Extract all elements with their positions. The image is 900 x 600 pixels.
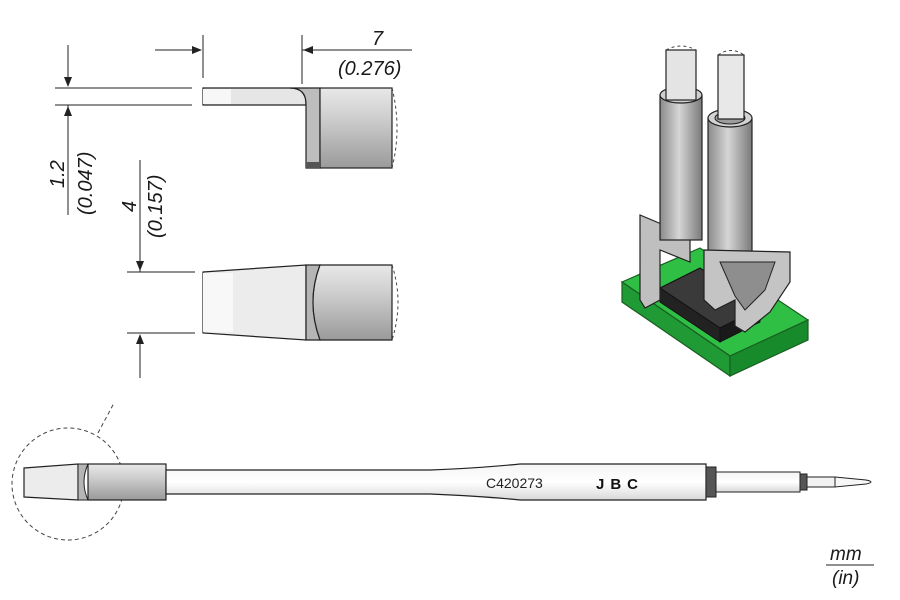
tip-side-view <box>55 87 398 169</box>
brand-logo: JBC <box>596 476 644 493</box>
thickness-in-label: (0.047) <box>75 152 97 215</box>
cartridge-full-view: C420273 JBC <box>11 402 872 541</box>
dimension-length: 7 (0.276) <box>155 28 412 84</box>
dimension-thickness: 1.2 (0.047) <box>47 45 97 215</box>
dimension-width: 4 (0.157) <box>119 160 195 378</box>
tip-3d-illustration <box>620 45 810 378</box>
tip-top-view <box>202 264 399 341</box>
width-mm-label: 4 <box>119 201 141 212</box>
part-number-label: C420273 <box>486 475 543 491</box>
length-mm-label: 7 <box>372 28 384 50</box>
width-in-label: (0.157) <box>145 175 167 238</box>
units-secondary-label: (in) <box>832 568 859 589</box>
thickness-mm-label: 1.2 <box>47 160 69 188</box>
units-primary-label: mm <box>830 544 862 565</box>
units-legend: mm (in) <box>826 544 874 589</box>
length-in-label: (0.276) <box>338 58 401 80</box>
